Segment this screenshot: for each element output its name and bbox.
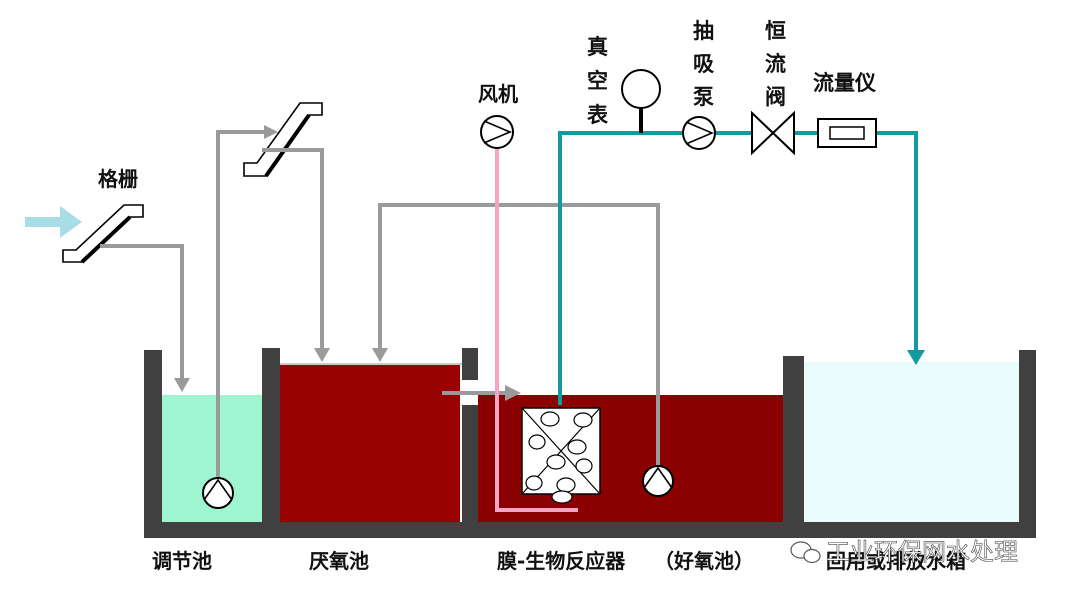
fan-icon xyxy=(480,115,514,149)
reuse-tank-water xyxy=(804,362,1019,522)
return-pump-icon xyxy=(642,465,674,497)
sludge-return-arrowhead xyxy=(372,348,388,362)
svg-text:抽: 抽 xyxy=(693,19,714,43)
vacuum-gauge-label: 真 空 表 xyxy=(587,35,609,127)
flow-meter-icon xyxy=(817,118,877,148)
lift-arrowhead-1 xyxy=(264,125,278,139)
svg-text:泵: 泵 xyxy=(693,85,714,109)
lift-pump-icon xyxy=(202,477,234,509)
inflow-line xyxy=(100,244,184,380)
anaerobic-tank-liquid xyxy=(280,365,460,522)
watermark-text: 工业环保网水处理 xyxy=(826,538,1018,566)
anaerobic-tank-label: 厌氧池 xyxy=(309,549,369,573)
flow-meter-label: 流量仪 xyxy=(813,71,877,95)
permeate-line xyxy=(558,131,918,405)
svg-text:恒: 恒 xyxy=(765,19,786,43)
svg-text:阀: 阀 xyxy=(765,85,786,109)
constant-flow-valve-icon xyxy=(751,110,795,156)
tank-walls xyxy=(144,348,1036,538)
upper-grille xyxy=(243,102,323,178)
svg-text:空: 空 xyxy=(587,69,608,93)
svg-text:真: 真 xyxy=(587,35,608,59)
air-line xyxy=(495,148,578,512)
svg-text:吸: 吸 xyxy=(693,52,715,76)
grille-inlet xyxy=(25,204,144,264)
inflow-arrowhead xyxy=(174,378,190,392)
lift-arrowhead-2 xyxy=(314,348,330,362)
svg-text:表: 表 xyxy=(587,103,609,127)
reuse-tank-label: 回用或排放水箱 xyxy=(826,549,966,573)
suction-pump-icon xyxy=(682,116,716,150)
vacuum-gauge-icon xyxy=(621,69,661,133)
wechat-icon xyxy=(790,541,821,564)
suction-pump-label: 抽 吸 泵 xyxy=(693,19,715,109)
permeate-arrowhead xyxy=(907,350,925,365)
aerobic-tank-label: （好氧池） xyxy=(654,549,754,573)
constant-flow-valve-label: 恒 流 阀 xyxy=(765,19,786,109)
sludge-return-line xyxy=(378,203,660,466)
grille-label: 格栅 xyxy=(98,167,138,191)
membrane-bioreactor-label: 膜-生物反应器 xyxy=(496,549,626,573)
svg-text:流: 流 xyxy=(765,52,786,76)
fan-label: 风机 xyxy=(478,82,518,106)
equalization-tank-label: 调节池 xyxy=(152,549,212,573)
lift-pump-line xyxy=(216,130,324,478)
membrane-module-icon xyxy=(521,407,601,504)
